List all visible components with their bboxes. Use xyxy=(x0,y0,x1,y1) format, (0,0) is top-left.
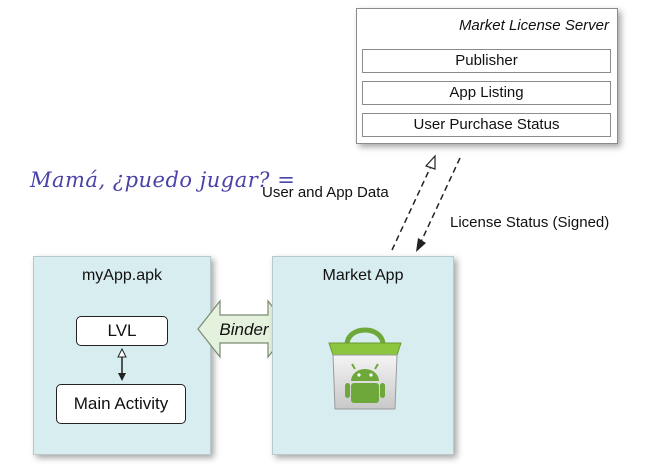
request-arrowhead xyxy=(424,154,436,170)
myapp-title: myApp.apk xyxy=(81,267,163,284)
server-row-user-purchase-status: User Purchase Status xyxy=(362,113,611,137)
binder-label: Binder xyxy=(219,320,269,339)
lvl-activity-arrow xyxy=(117,347,127,381)
response-label: License Status (Signed) xyxy=(450,214,610,231)
market-bag-icon xyxy=(328,327,402,410)
lvl-box: LVL xyxy=(76,316,168,346)
response-arrowhead xyxy=(416,238,426,252)
license-arrows xyxy=(391,154,461,252)
server-title: Market License Server xyxy=(458,17,609,34)
android-robot-icon xyxy=(345,363,385,403)
request-label: User and App Data xyxy=(262,184,389,201)
main-activity-box: Main Activity xyxy=(56,384,186,424)
market-app-box: Market App xyxy=(272,256,454,455)
server-row-app-listing: App Listing xyxy=(362,81,611,105)
myapp-apk-box: myApp.apk LVL Main Activity xyxy=(33,256,211,455)
request-arrow-line xyxy=(391,163,433,251)
server-row-publisher: Publisher xyxy=(362,49,611,73)
market-license-server-box: Market License Server Publisher App List… xyxy=(356,8,618,144)
handwritten-note: Mamá, ¿puedo jugar? = xyxy=(30,168,296,192)
market-app-title: Market App xyxy=(322,267,404,284)
response-arrow-line xyxy=(419,157,461,245)
